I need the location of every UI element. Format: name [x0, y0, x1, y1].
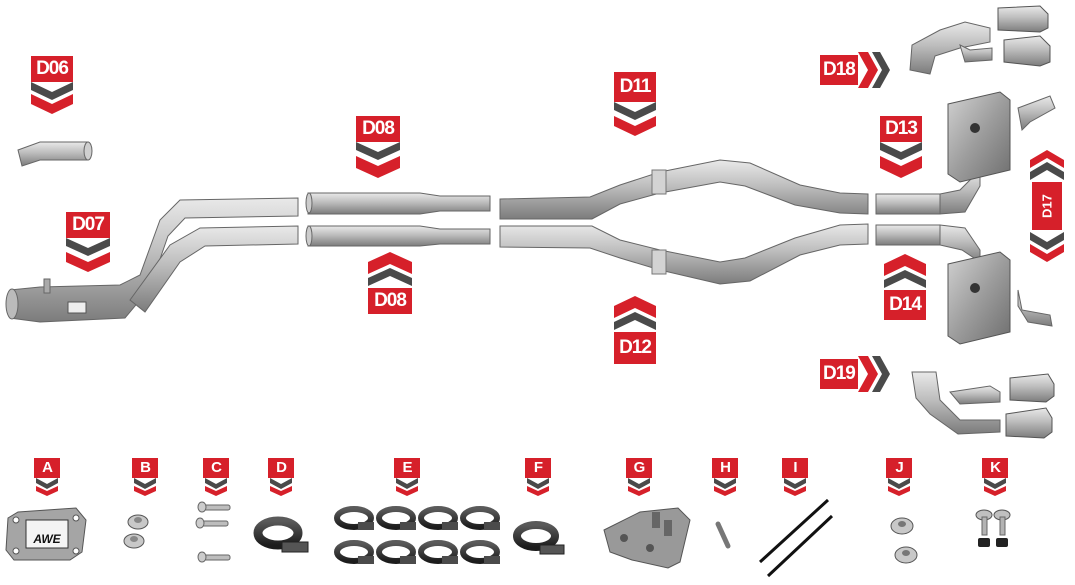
- callout-d19-label: D19: [820, 359, 858, 389]
- chevron-down-icon: [880, 142, 922, 178]
- chevron-down-icon: [984, 478, 1006, 496]
- muffler-lower: [947, 251, 1053, 345]
- awe-logo-text: AWE: [33, 532, 61, 546]
- callout-d12: D12: [614, 296, 656, 364]
- awe-logo-gasket: AWE: [26, 520, 68, 548]
- hardware-tag-k-label: K: [982, 458, 1008, 478]
- callout-d14-label: D14: [884, 290, 926, 320]
- hardware-d-clamp: [253, 516, 309, 553]
- hardware-tag-e-label: E: [394, 458, 420, 478]
- pipe-d06: [17, 141, 93, 167]
- chevron-down-icon: [784, 478, 806, 496]
- hardware-tag-f: F: [525, 458, 551, 496]
- hardware-f-clamp: [513, 521, 565, 555]
- hardware-tag-h-label: H: [712, 458, 738, 478]
- hardware-tag-i: I: [782, 458, 808, 496]
- hardware-tag-g-label: G: [626, 458, 652, 478]
- hardware-a-gasket: [5, 507, 87, 561]
- hardware-tag-c: C: [203, 458, 229, 496]
- callout-d19: D19: [820, 356, 890, 392]
- callout-d06: D06: [31, 56, 73, 114]
- pipe-d07-ypipe: [5, 197, 299, 323]
- hardware-b-nuts: [123, 514, 149, 549]
- chevron-down-icon: [205, 478, 227, 496]
- hardware-h-pin: [715, 521, 731, 549]
- chevron-down-icon: [628, 478, 650, 496]
- hardware-tag-h: H: [712, 458, 738, 496]
- hardware-tag-d: D: [268, 458, 294, 496]
- callout-d17: D17: [1030, 150, 1064, 262]
- chevron-down-icon: [36, 478, 58, 496]
- pipe-d13: [875, 168, 981, 215]
- xpipe-d11-d12: [499, 159, 869, 285]
- chevron-up-icon: [368, 252, 412, 286]
- hardware-k-bolts: [975, 509, 1011, 547]
- hardware-tag-i-label: I: [782, 458, 808, 478]
- callout-d13-label: D13: [880, 116, 922, 142]
- chevron-up-icon: [884, 254, 926, 288]
- tips-d18: [909, 5, 1051, 75]
- hardware-tag-f-label: F: [525, 458, 551, 478]
- chevron-down-icon: [134, 478, 156, 496]
- callout-d12-label: D12: [614, 332, 656, 364]
- chevron-down-icon: [396, 478, 418, 496]
- hardware-tag-a-label: A: [34, 458, 60, 478]
- hardware-tag-c-label: C: [203, 458, 229, 478]
- callout-d14: D14: [884, 254, 926, 320]
- hardware-tag-j: J: [886, 458, 912, 496]
- hardware-g-bracket: [603, 507, 691, 569]
- hardware-tag-j-label: J: [886, 458, 912, 478]
- chevron-right-icon: [857, 356, 890, 392]
- callout-d07: D07: [66, 212, 110, 272]
- pipe-d08-upper: [305, 192, 491, 215]
- hardware-tag-d-label: D: [268, 458, 294, 478]
- callout-d18-label: D18: [820, 55, 858, 85]
- awe-logo-ypipe: [68, 302, 86, 313]
- hardware-tag-b: B: [132, 458, 158, 496]
- hardware-tag-e: E: [394, 458, 420, 496]
- pipe-d08-lower: [305, 225, 491, 247]
- hardware-c-bolts: [195, 501, 231, 563]
- chevron-down-icon: [714, 478, 736, 496]
- hardware-tag-g: G: [626, 458, 652, 496]
- hardware-e-clamps: [334, 506, 500, 564]
- callout-d11-label: D11: [614, 72, 656, 102]
- callout-d08-bottom-label: D08: [368, 288, 412, 314]
- callout-d13: D13: [880, 116, 922, 178]
- hardware-tag-b-label: B: [132, 458, 158, 478]
- callout-d18: D18: [820, 52, 890, 88]
- hardware-tag-k: K: [982, 458, 1008, 496]
- chevron-down-icon: [31, 82, 73, 114]
- callout-d08-top-label: D08: [356, 116, 400, 142]
- chevron-down-icon: [356, 142, 400, 178]
- hardware-j-nuts: [890, 517, 918, 564]
- chevron-down-icon: [888, 478, 910, 496]
- callout-d08-top: D08: [356, 116, 400, 178]
- chevron-double-icon: [1030, 150, 1064, 262]
- hardware-i-zipties: [758, 498, 834, 578]
- chevron-down-icon: [614, 102, 656, 136]
- muffler-upper: [947, 91, 1056, 183]
- tips-d19: [911, 371, 1055, 439]
- chevron-right-icon: [857, 52, 890, 88]
- chevron-down-icon: [527, 478, 549, 496]
- chevron-down-icon: [66, 238, 110, 272]
- chevron-down-icon: [270, 478, 292, 496]
- hardware-tag-a: A: [34, 458, 60, 496]
- callout-d17-label: D17: [1039, 194, 1055, 218]
- callout-d06-label: D06: [31, 56, 73, 82]
- callout-d07-label: D07: [66, 212, 110, 238]
- callout-d11: D11: [614, 72, 656, 136]
- callout-d08-bottom: D08: [368, 252, 412, 314]
- chevron-up-icon: [614, 296, 656, 330]
